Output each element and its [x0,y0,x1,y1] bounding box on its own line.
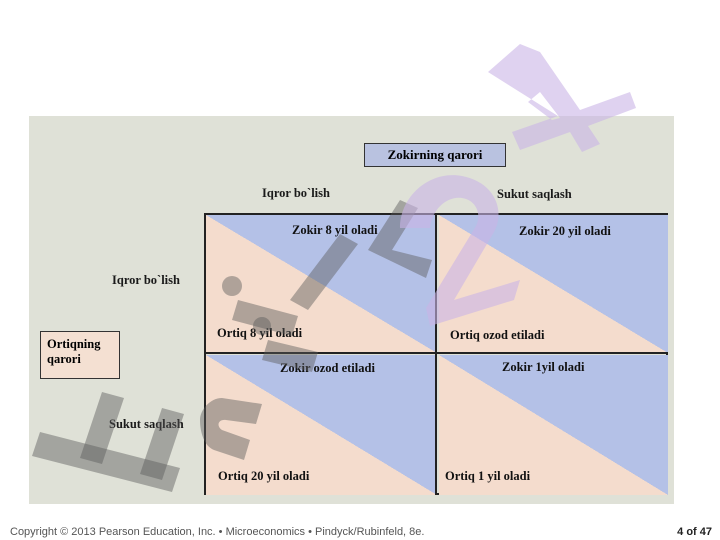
cell-bottom-text: Ortiq 1 yil oladi [445,469,531,483]
cell-top-text: Zokir 8 yil oladi [292,223,378,237]
cell-silent-confess: Zokir ozod etiladi Ortiq 20 yil oladi [206,355,437,495]
cell-top-text: Zokir 20 yil oladi [519,224,611,238]
cell-confess-confess: Zokir 8 yil oladi Ortiq 8 yil oladi [206,215,437,353]
footer-copyright: Copyright © 2013 Pearson Education, Inc.… [10,526,425,538]
row-player-line1: Ortiqning [47,337,101,351]
column-header-silent: Sukut saqlash [497,187,572,201]
cell-confess-silent: Zokir 20 yil oladi Ortiq ozod etiladi [439,215,668,353]
cell-top-text: Zokir 1yil oladi [502,360,585,374]
row-header-silent: Sukut saqlash [109,417,184,431]
matrix-vertical-divider [435,213,437,495]
cell-silent-silent: Zokir 1yil oladi Ortiq 1 yil oladi [439,355,668,495]
matrix-horizontal-divider [204,352,668,354]
column-player-label: Zokirning qarori [364,143,506,167]
cell-bottom-text: Ortiq 20 yil oladi [218,469,310,483]
row-player-line2: qarori [47,352,81,366]
cell-bottom-text: Ortiq 8 yil oladi [217,326,303,340]
row-header-confess: Iqror bo`lish [112,273,180,287]
column-header-confess: Iqror bo`lish [262,186,330,200]
cell-top-text: Zokir ozod etiladi [280,361,375,375]
cell-bottom-text: Ortiq ozod etiladi [450,328,545,342]
row-player-label: Ortiqning qarori [40,331,120,379]
page-number: 4 of 47 [677,526,712,538]
